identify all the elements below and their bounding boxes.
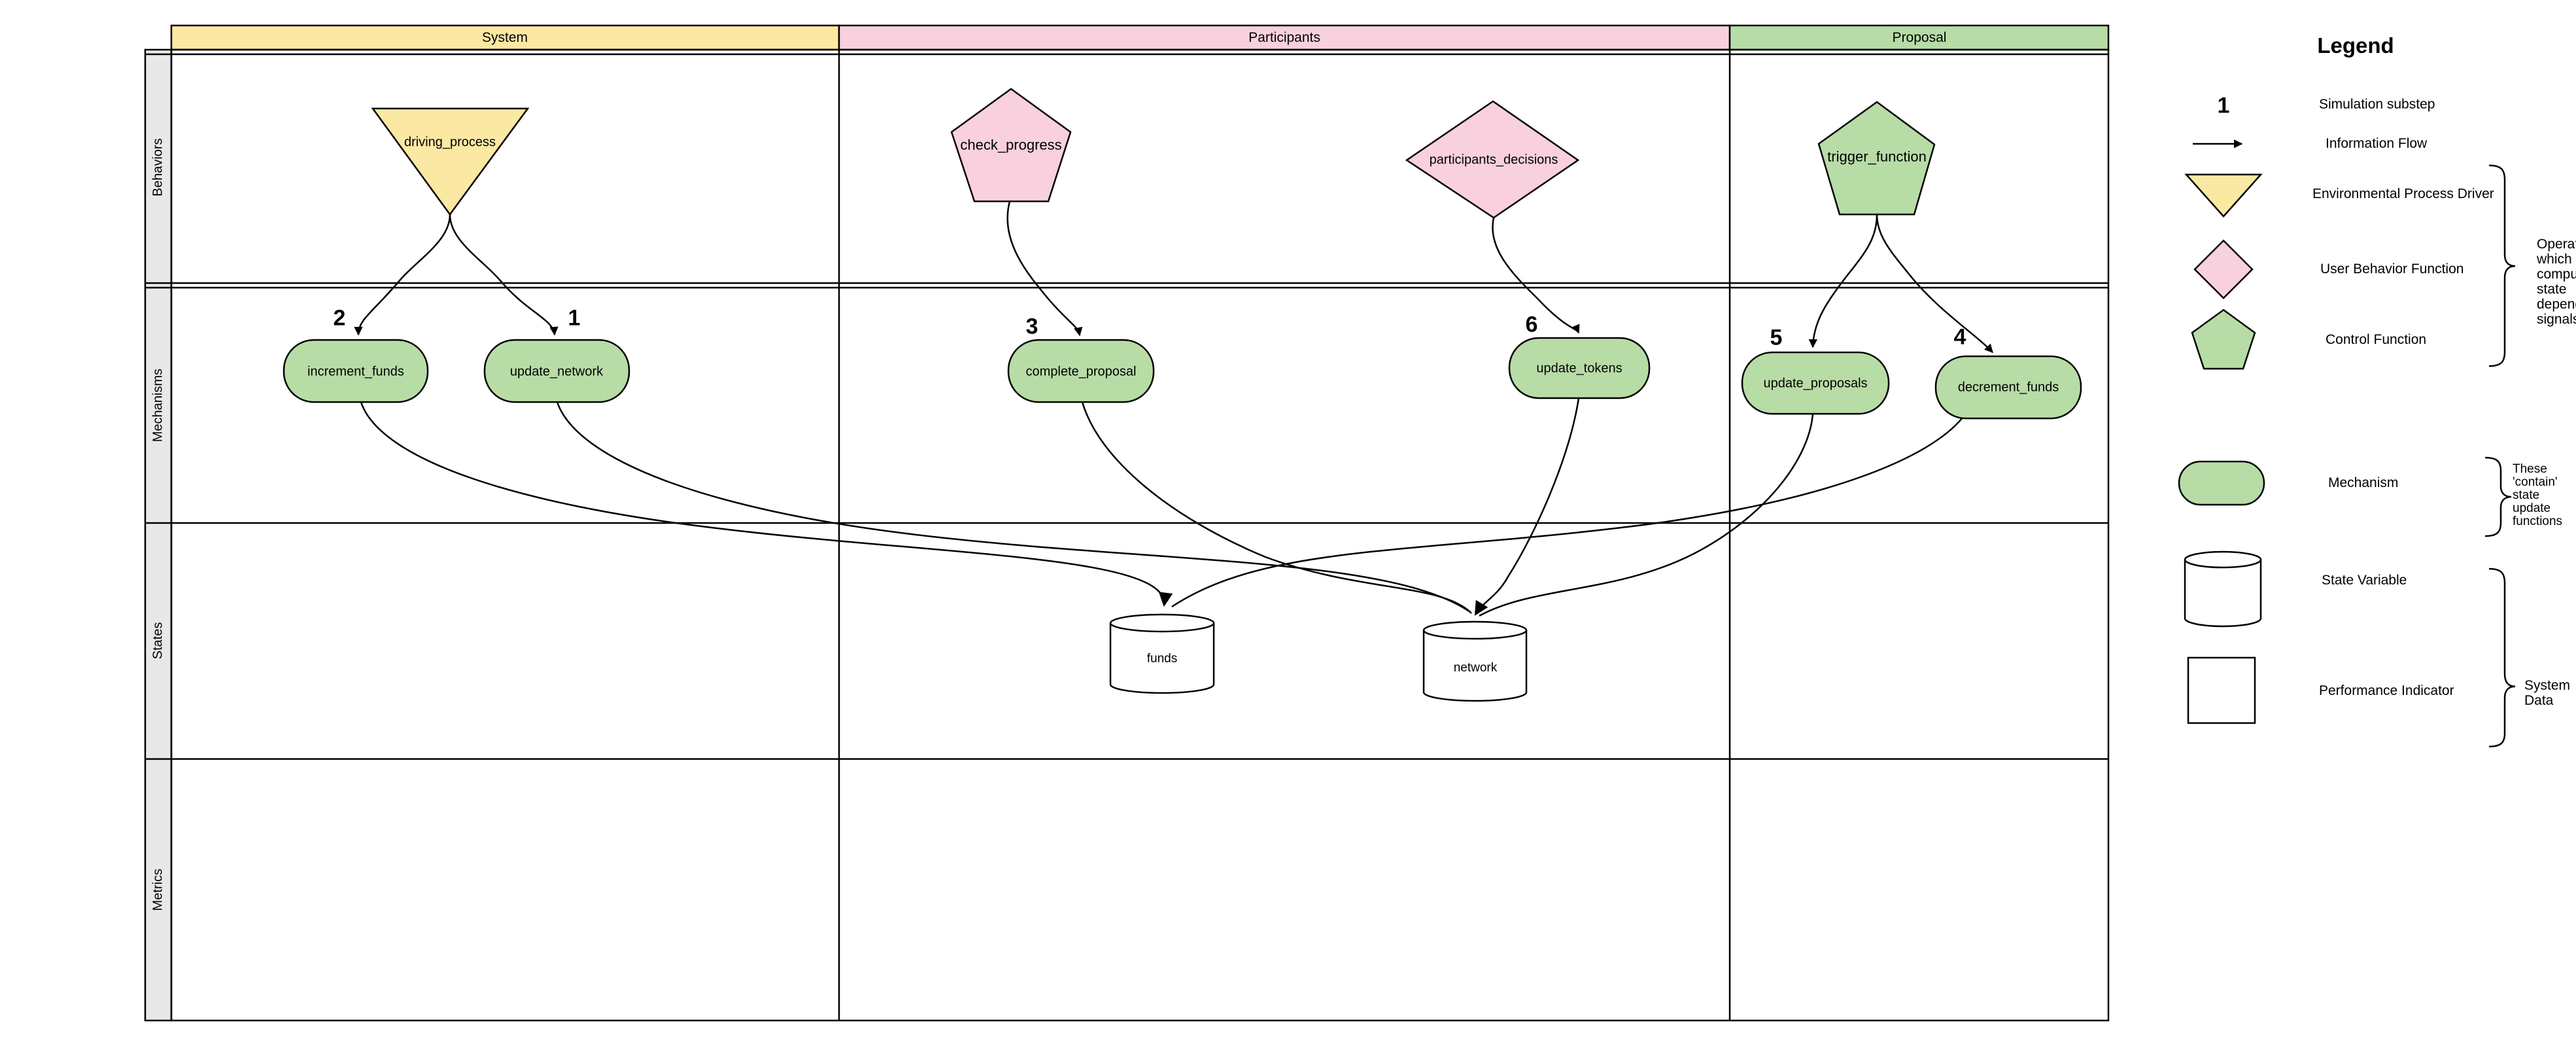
edge-driving-process-to-update-network [449,214,558,336]
lane-label-metrics: Metrics [150,868,165,911]
substep-complete-proposal: 3 [1025,314,1039,339]
edge-check-progress-to-complete-proposal [1006,201,1083,337]
label-update-proposals: update_proposals [1763,376,1868,391]
label-participants-decisions: participants_decisions [1429,152,1558,167]
substep-update-network: 1 [568,305,581,331]
legend-item-mechanism: Mechanism [2328,475,2399,490]
annotation-operators: Operators which compute state dependent … [2537,237,2576,327]
grid-frame [170,48,2110,1022]
node-update-tokens-stadium [1508,337,1651,399]
legend-item-information-flow: Information Flow [2326,136,2428,151]
label-check-progress: check_progress [960,137,1062,153]
substep-update-tokens: 6 [1525,312,1538,337]
edge-update-tokens-to-network [1474,397,1580,616]
label-complete-proposal: complete_proposal [1025,364,1137,379]
edge-update-proposals-to-network [1479,413,1814,617]
environmental-process-driver-icon [2184,173,2263,218]
edge-participants-decisions-to-update-tokens [1492,217,1580,334]
node-layer [283,88,2082,702]
label-driving-process: driving_process [404,135,496,150]
edge-trigger-function-to-update-proposals [1808,214,1878,348]
user-behavior-function-icon [2193,239,2254,299]
edge-layer [354,201,1993,617]
edge-trigger-function-to-decrement-funds [1876,214,1993,353]
substep-increment-funds: 2 [333,305,346,331]
legend-item-state-variable: State Variable [2322,573,2407,588]
lane-label-states: States [150,622,165,660]
simulation-substep-icon: 1 [2217,93,2230,118]
state-variable-icon [2184,550,2262,628]
node-check-progress-pentagon [950,88,1072,203]
edge-complete-proposal-to-network [1081,401,1472,614]
control-function-icon [2191,309,2256,370]
operators-brace [2488,164,2516,367]
swimlane-grid [144,24,2110,1022]
system-data-brace [2488,567,2516,748]
node-increment-funds-stadium [283,339,429,403]
column-header-participants: Participants [1248,30,1320,45]
edge-increment-funds-to-funds [360,401,1173,607]
label-update-tokens: update_tokens [1536,361,1623,376]
substep-update-proposals: 5 [1770,325,1783,350]
label-update-network: update_network [509,364,604,379]
system-header-bar [170,24,840,51]
label-trigger-function: trigger_function [1827,148,1927,165]
legend-item-user-behavior-function: User Behavior Function [2320,262,2464,277]
legend-item-control-function: Control Function [2326,332,2427,347]
node-decrement-funds-stadium [1934,355,2082,420]
node-funds-cylinder [1109,613,1215,694]
substep-decrement-funds: 4 [1953,324,1966,350]
legend-item-performance-indicator: Performance Indicator [2319,683,2454,698]
legend-item-simulation-substep: Simulation substep [2319,97,2435,112]
annotation-system-data: System Data [2524,678,2571,708]
label-increment-funds: increment_funds [307,364,404,379]
legend-item-environmental-process-driver: Environmental Process Driver [2312,186,2494,201]
node-update-proposals-stadium [1741,351,1890,415]
label-funds: funds [1146,652,1178,666]
label-network: network [1453,661,1498,675]
column-header-proposal: Proposal [1892,30,1947,45]
annotation-contain: These 'contain' state update functions [2513,462,2563,528]
node-driving-process-triangle [371,107,530,216]
node-network-cylinder [1422,620,1528,702]
node-participants-decisions-diamond [1405,100,1580,219]
edge-driving-process-to-increment-funds [354,214,451,336]
contain-brace [2484,456,2512,537]
mechanism-icon [2178,460,2265,506]
node-complete-proposal-stadium [1007,339,1155,403]
legend-title: Legend [2317,33,2394,58]
edge-decrement-funds-to-funds [1171,418,1963,608]
node-update-network-stadium [483,339,630,403]
edge-update-network-to-network [556,401,1471,613]
performance-indicator-icon [2187,656,2256,724]
legend-graphics [2178,139,2516,748]
node-trigger-function-pentagon [1817,101,1936,216]
lane-label-behaviors: Behaviors [150,138,165,197]
lane-label-mechanisms: Mechanisms [150,368,165,443]
label-decrement-funds: decrement_funds [1957,380,2059,395]
column-header-system: System [481,30,528,45]
